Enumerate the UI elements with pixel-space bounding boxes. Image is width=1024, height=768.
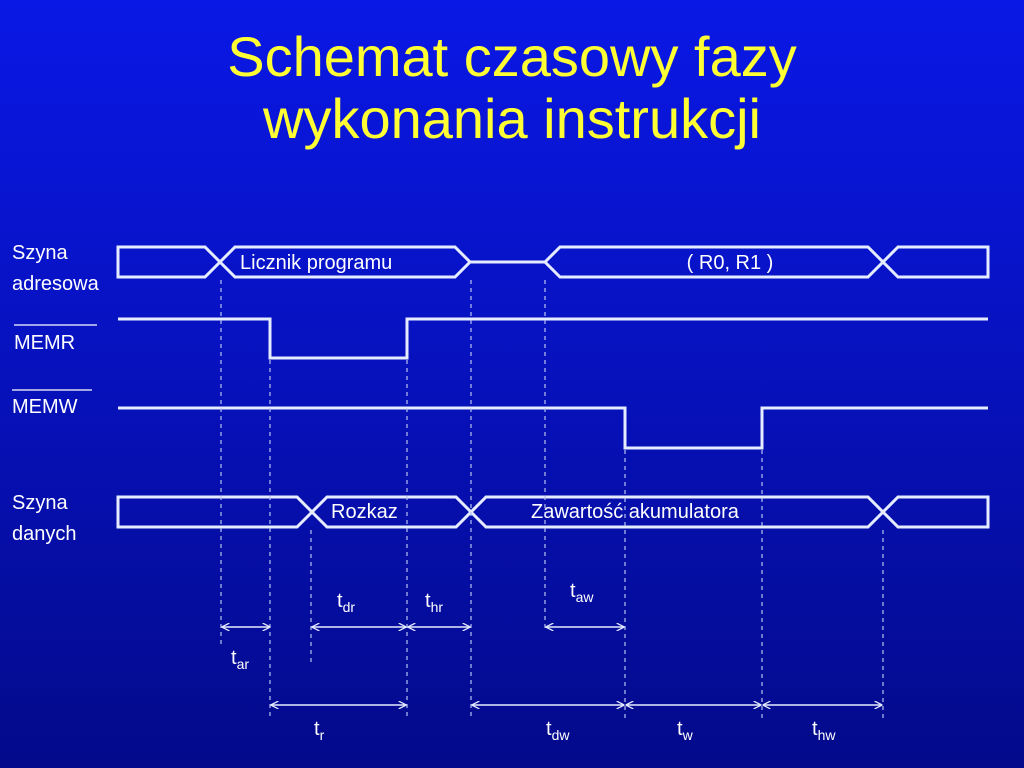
slide-title: Schemat czasowy fazy wykonania instrukcj… bbox=[0, 26, 1024, 150]
bus-text-instruction: Rozkaz bbox=[331, 501, 398, 523]
data-bus-idle-right bbox=[880, 495, 990, 529]
address-bus-idle-right bbox=[880, 245, 990, 279]
label-address-bus-line1: Szyna bbox=[12, 242, 68, 264]
title-line-1: Schemat czasowy fazy bbox=[227, 25, 797, 88]
timing-label-t-dr: tdr bbox=[337, 590, 355, 615]
timing-label-t-w: tw bbox=[677, 718, 694, 743]
timing-label-t-hw: thw bbox=[812, 718, 836, 743]
timing-label-t-ar: tar bbox=[231, 647, 249, 672]
address-bus-idle-left bbox=[116, 245, 223, 279]
label-memr: MEMR bbox=[14, 332, 75, 354]
label-data-bus-line1: Szyna bbox=[12, 492, 68, 514]
timing-label-t-aw: taw bbox=[570, 580, 594, 605]
timing-label-t-hr: thr bbox=[425, 590, 443, 615]
label-memw: MEMW bbox=[12, 396, 78, 418]
data-bus-idle-left bbox=[116, 495, 315, 529]
timing-label-t-r: tr bbox=[314, 718, 325, 743]
bus-text-address-operand: ( R0, R1 ) bbox=[687, 252, 774, 274]
label-data-bus-line2: danych bbox=[12, 523, 77, 545]
memr-waveform bbox=[118, 317, 988, 360]
timing-label-t-dw: tdw bbox=[546, 718, 570, 743]
bus-text-program-counter: Licznik programu bbox=[240, 252, 392, 274]
bus-text-accumulator: Zawartość akumulatora bbox=[531, 501, 740, 523]
memw-waveform bbox=[118, 406, 988, 450]
title-line-2: wykonania instrukcji bbox=[263, 87, 761, 150]
label-address-bus-line2: adresowa bbox=[12, 273, 100, 295]
